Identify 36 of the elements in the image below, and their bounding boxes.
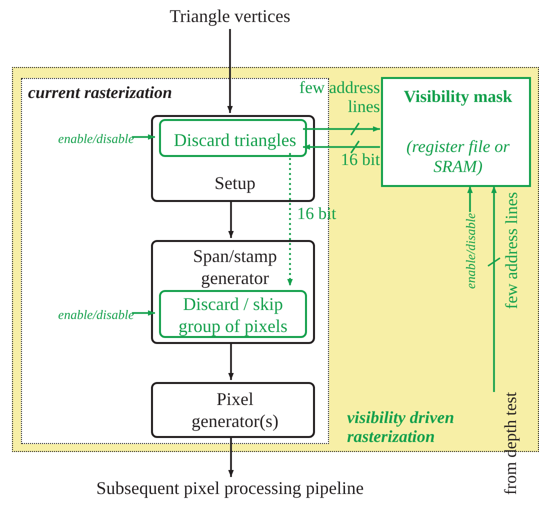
node-label: Discard triangles	[172, 129, 298, 151]
node-label: Subsequent pixel processing pipeline	[95, 477, 365, 499]
arrow	[132, 310, 155, 316]
sub-process-box	[159, 119, 307, 157]
process-box	[151, 240, 315, 344]
node-label: Triangle vertices	[168, 5, 292, 27]
arrow	[491, 186, 497, 392]
arrow	[228, 200, 234, 238]
control-label: enable/disable	[57, 130, 134, 147]
control-label: enable/disable	[57, 306, 134, 323]
edge-label: few address lines	[298, 78, 380, 116]
signal-source-label: from depth test	[500, 392, 521, 495]
arrow	[228, 436, 234, 477]
control-label: enable/disable	[462, 213, 479, 289]
edge-label: few address lines	[502, 192, 521, 310]
arrow	[227, 29, 233, 113]
node-label: Span/stamp generator	[192, 245, 278, 289]
arrow	[467, 186, 473, 212]
node-label: Setup	[213, 172, 256, 194]
arrow	[303, 144, 380, 150]
node-label: Discard / skip group of pixels	[178, 293, 288, 337]
process-box	[151, 382, 315, 438]
node-label: Pixel generator(s)	[190, 388, 280, 432]
arrow	[228, 342, 234, 380]
edge-label: 16 bit	[340, 150, 380, 169]
memory-box	[381, 77, 531, 187]
edge-label: 16 bit	[297, 204, 338, 223]
process-box	[151, 115, 315, 202]
arrow	[132, 134, 155, 140]
sub-process-box	[159, 290, 307, 338]
node-subtitle: (register file or SRAM)	[405, 137, 511, 177]
arrow	[303, 126, 380, 132]
arrow	[287, 153, 293, 286]
node-title: Visibility mask	[402, 87, 514, 107]
region-title: visibility driven rasterization	[347, 408, 456, 446]
region-title: current rasterization	[28, 83, 174, 103]
